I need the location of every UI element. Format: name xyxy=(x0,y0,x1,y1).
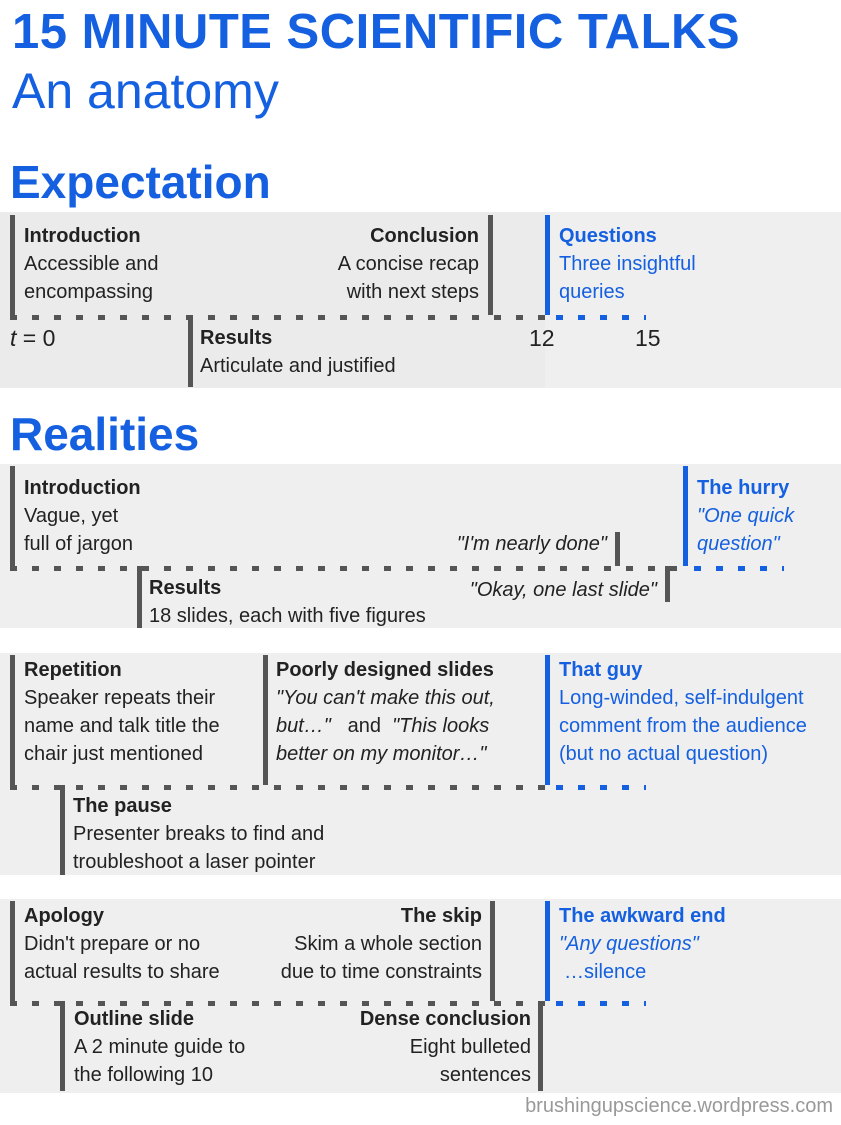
r3-apology-line2: actual results to share xyxy=(24,961,220,983)
intro-line2: encompassing xyxy=(24,281,153,303)
results-title: Results xyxy=(200,327,273,349)
r1-results-marker xyxy=(137,566,142,628)
r3-outline-line2: the following 10 xyxy=(74,1064,213,1086)
results-marker xyxy=(188,315,193,387)
realities-heading: Realities xyxy=(10,408,200,460)
r3-awkward-title: The awkward end xyxy=(559,905,726,927)
r2-slides-line2: but…" and "This looks xyxy=(276,715,490,737)
r2-thatguy-marker xyxy=(545,655,550,785)
r2-thatguy-line3: (but no actual question) xyxy=(559,743,769,765)
tick-zero: t = 0 xyxy=(10,325,56,351)
r3-skip-marker xyxy=(490,901,495,1001)
r3-dense-line1: Eight bulleted xyxy=(409,1036,531,1058)
r3-dense-line2: sentences xyxy=(439,1064,531,1086)
r1-nearly-marker xyxy=(615,532,620,566)
r3-outline-marker xyxy=(60,1001,65,1091)
conclusion-line1: A concise recap xyxy=(337,253,479,275)
r3-skip-line2: due to time constraints xyxy=(280,961,482,983)
questions-marker xyxy=(545,215,550,315)
r2-pause-marker xyxy=(60,785,65,875)
questions-line2: queries xyxy=(559,281,625,303)
r1-last-slide: "Okay, one last slide" xyxy=(469,579,657,601)
r3-timeline-dashes xyxy=(10,1001,545,1006)
r1-intro-marker xyxy=(10,466,15,566)
r1-timeline-dashes xyxy=(10,566,683,571)
questions-dashes xyxy=(556,315,646,320)
r3-skip-line1: Skim a whole section xyxy=(294,933,482,955)
r1-hurry-title: The hurry xyxy=(697,477,790,499)
r2-pause-title: The pause xyxy=(73,795,172,817)
results-line1: Articulate and justified xyxy=(200,355,396,377)
credit-link[interactable]: brushingupscience.wordpress.com xyxy=(525,1095,833,1117)
r1-hurry-marker xyxy=(683,466,688,566)
r2-thatguy-line2: comment from the audience xyxy=(559,715,807,737)
r2-pause-line2: troubleshoot a laser pointer xyxy=(73,851,316,873)
r3-skip-title: The skip xyxy=(400,905,482,927)
questions-title: Questions xyxy=(559,225,657,247)
page-subtitle: An anatomy xyxy=(12,63,279,119)
conclusion-line2: with next steps xyxy=(346,281,479,303)
intro-line1: Accessible and xyxy=(24,253,159,275)
r2-repetition-marker xyxy=(10,655,15,785)
r1-results-title: Results xyxy=(149,577,222,599)
questions-line1: Three insightful xyxy=(559,253,696,275)
page-title: 15 MINUTE SCIENTIFIC TALKS xyxy=(12,5,741,59)
r3-dense-title: Dense conclusion xyxy=(359,1008,531,1030)
realities-panel-2 xyxy=(0,653,841,875)
r2-pause-line1: Presenter breaks to find and xyxy=(73,823,325,845)
r1-intro-line2: full of jargon xyxy=(24,533,133,555)
r3-outline-line1: A 2 minute guide to xyxy=(74,1036,246,1058)
r2-repetition-line3: chair just mentioned xyxy=(24,743,203,765)
intro-marker xyxy=(10,215,15,315)
realities-panel-3 xyxy=(0,899,841,1093)
r3-awkward-line1: "Any questions" xyxy=(559,933,699,955)
r3-awkward-marker xyxy=(545,901,550,1001)
conclusion-title: Conclusion xyxy=(370,225,479,247)
r2-slides-line1: "You can't make this out, xyxy=(276,687,495,709)
r2-repetition-title: Repetition xyxy=(24,659,122,681)
r3-apology-title: Apology xyxy=(24,905,104,927)
r2-timeline-dashes xyxy=(10,785,545,790)
r1-lastslide-marker xyxy=(665,566,670,602)
r3-outline-title: Outline slide xyxy=(74,1008,195,1030)
tick-fifteen: 15 xyxy=(635,325,661,351)
r3-apology-line1: Didn't prepare or no xyxy=(24,933,201,955)
timeline-dashes xyxy=(10,315,545,320)
r2-thatguy-title: That guy xyxy=(559,659,643,681)
r1-intro-line1: Vague, yet xyxy=(24,505,119,527)
r2-slides-title: Poorly designed slides xyxy=(276,659,494,681)
r3-awkward-line2: …silence xyxy=(564,961,647,983)
r2-slides-line3: better on my monitor…" xyxy=(276,743,487,765)
r2-repetition-line2: name and talk title the xyxy=(24,715,220,737)
r1-nearly-done: "I'm nearly done" xyxy=(456,533,607,555)
intro-title: Introduction xyxy=(24,225,141,247)
conclusion-marker xyxy=(488,215,493,315)
r3-awkward-dashes xyxy=(556,1001,646,1006)
r1-results-line1: 18 slides, each with five figures xyxy=(149,605,426,627)
r1-hurry-dashes xyxy=(694,566,784,571)
r1-intro-title: Introduction xyxy=(24,477,141,499)
r2-thatguy-dashes xyxy=(556,785,646,790)
r1-hurry-line1: "One quick xyxy=(697,505,795,527)
tick-twelve: 12 xyxy=(529,325,555,351)
r1-hurry-line2: question" xyxy=(697,533,780,555)
r2-slides-marker xyxy=(263,655,268,785)
r2-repetition-line1: Speaker repeats their xyxy=(24,687,216,709)
r2-thatguy-line1: Long-winded, self-indulgent xyxy=(559,687,804,709)
r3-dense-marker xyxy=(538,1001,543,1091)
r3-apology-marker xyxy=(10,901,15,1001)
expectation-talk-area xyxy=(0,212,545,388)
expectation-heading: Expectation xyxy=(10,156,271,208)
